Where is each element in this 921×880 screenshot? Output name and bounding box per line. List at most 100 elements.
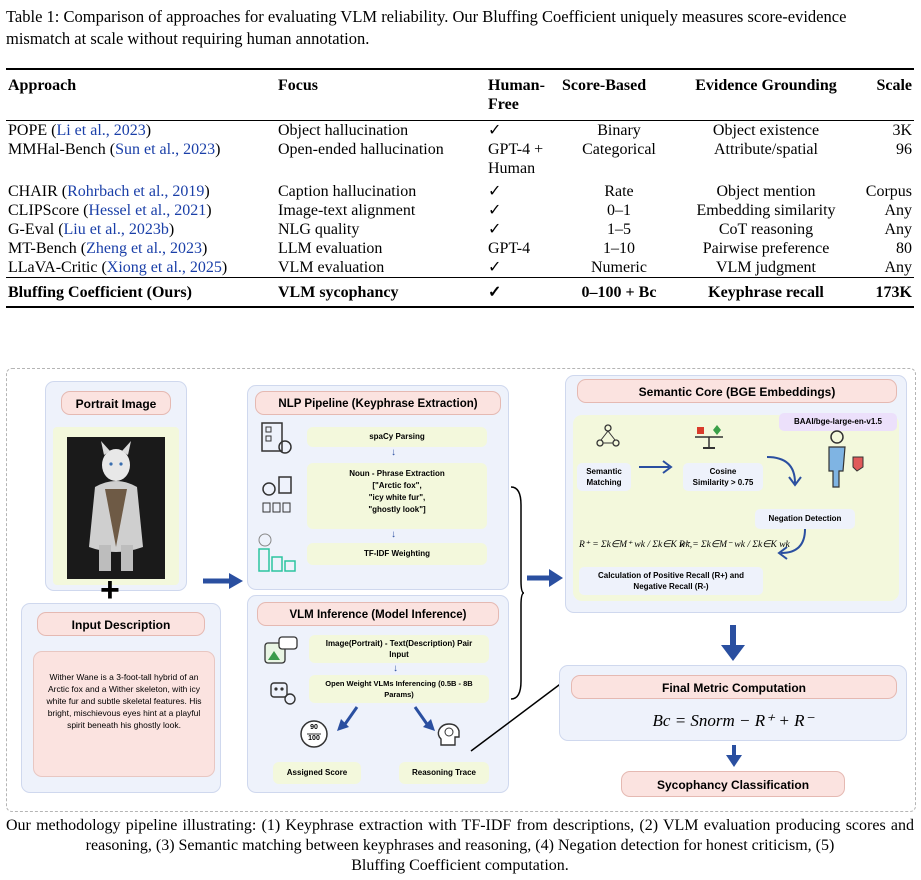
approach-name: LLaVA-Critic [8,259,98,276]
score-cell: Categorical [582,141,656,158]
approach-citation[interactable]: Zheng et al., 2023 [86,240,203,257]
semantic-matching-label-2: Matching [586,478,622,487]
approach-name: MMHal-Bench [8,141,106,158]
evidence-cell: Attribute/spatial [714,141,818,158]
score-denominator: 100 [308,735,320,742]
curve-arrow-left [777,528,806,560]
input-title: Input Description [37,612,205,636]
robot-icon [270,682,296,705]
focus-cell: Caption hallucination [278,183,417,200]
table-row: CLIPScore (Hessel et al., 2021)Image-tex… [6,201,914,220]
score-cell: Binary [597,122,641,139]
approach-name: G-Eval [8,221,55,238]
approach-cell: POPE (Li et al., 2023) [8,122,152,139]
ours-scale-cell: 173K [875,284,912,301]
evidence-cell: CoT reasoning [718,221,814,238]
approach-name: CLIPScore [8,202,80,219]
approach-citation[interactable]: Rohrbach et al., 2019 [67,183,205,200]
pair-input-label-2: Input [389,650,409,659]
human-free-cell: GPT-4 + Human [488,141,544,177]
approach-cell: G-Eval (Liu et al., 2023b) [8,221,175,238]
spacy-parsing-step: spaCy Parsing [307,427,487,447]
curve-arrow-down [766,456,802,487]
score-numerator: 90 [310,724,318,731]
approach-citation[interactable]: Xiong et al., 2025 [106,259,222,276]
human-free-cell: ✓ [488,221,502,238]
arrow-final-to-sycophancy [726,745,742,767]
cosine-label-2: Similarity > 0.75 [692,478,754,487]
table-row: G-Eval (Liu et al., 2023b)NLG quality✓1–… [6,220,914,239]
evidence-cell: Object mention [716,183,816,200]
ours-focus-cell: VLM sycophancy [278,284,399,301]
approach-citation[interactable]: Hessel et al., 2021 [88,202,207,219]
tfidf-icon [258,533,296,572]
down-right-arrow [413,706,435,731]
evidence-cell: Pairwise preference [702,240,830,257]
recall-box [579,567,763,595]
model-tag: BAAI/bge-large-en-v1.5 [779,413,897,431]
final-title: Final Metric Computation [571,675,897,699]
down-left-arrow [337,706,359,731]
human-free-cell: ✓ [488,259,502,276]
portrait-image [67,437,165,579]
table-row: POPE (Li et al., 2023)Object hallucinati… [6,120,914,141]
evidence-cell: VLM judgment [716,259,816,276]
header-scale: Scale [876,77,912,94]
focus-cell: LLM evaluation [278,240,383,257]
tfidf-step: TF-IDF Weighting [307,543,487,565]
approach-citation[interactable]: Li et al., 2023 [56,122,146,139]
semantic-matching-box [577,463,631,491]
assigned-score-label: Assigned Score [273,762,361,784]
image-text-icon [264,636,298,664]
score-cell: 1–10 [603,240,635,257]
vlm-title: VLM Inference (Model Inference) [257,602,499,626]
arrow-semantic-to-final [721,625,745,661]
scale-cell: Any [884,221,912,238]
header-evidence: Evidence Grounding [695,77,837,94]
thinking-person-icon [828,430,864,488]
reasoning-trace-label: Reasoning Trace [399,762,489,784]
ours-score-cell: 0–100 + Bc [581,284,657,301]
approach-name: CHAIR [8,183,58,200]
human-free-cell: ✓ [488,202,502,219]
table-row: CHAIR (Rohrbach et al., 2019) Caption hal… [6,178,914,201]
input-description-text: Wither Wane is a 3-foot-tall hybrid of a… [46,672,202,730]
score-cell: Rate [604,183,634,200]
scale-cell: 3K [892,122,912,139]
approach-cell: MT-Bench (Zheng et al., 2023) [8,240,208,257]
methodology-figure: Portrait Image + Input Description Withe… [6,368,916,812]
brain-icon [437,723,460,746]
table-row-ours: Bluffing Coefficient (Ours) VLM sycophanc… [6,277,914,307]
gears-icon [262,476,292,513]
cosine-label-1: Cosine [709,467,737,476]
approach-cell: LLaVA-Critic (Xiong et al., 2025) [8,259,228,276]
table-row: MMHal-Bench (Sun et al., 2023) Open-ended… [6,140,914,178]
pair-input-label-1: Image(Portrait) - Text(Description) Pair [325,639,473,648]
table-row: LLaVA-Critic (Xiong et al., 2025) VLM eva… [6,258,914,278]
evidence-cell: Object existence [712,122,820,139]
approach-cell: CHAIR (Rohrbach et al., 2019) [8,183,210,200]
approach-citation[interactable]: Liu et al., 2023b [63,221,169,238]
noun-phrase-label: Noun - Phrase Extraction [349,469,445,478]
scale-cell: Any [884,202,912,219]
score-cell: Numeric [591,259,647,276]
recall-label-2: Negative Recall (R-) [633,582,709,591]
approach-cell: MMHal-Bench (Sun et al., 2023) [8,141,221,158]
approach-citation[interactable]: Sun et al., 2023 [115,141,216,158]
score-icon [300,720,328,748]
focus-cell: NLG quality [278,221,360,238]
ours-name-cell: Bluffing Coefficient (Ours) [8,284,192,301]
pair-input-step [309,635,489,663]
scale-cell: 96 [896,141,912,158]
focus-cell: Open-ended hallucination [278,141,444,158]
human-free-cell: ✓ [488,122,502,139]
noun-phrase-ex3: "ghostly look"] [368,505,426,514]
scale-icon [695,425,723,449]
cosine-box [683,463,763,491]
plus-sign: + [100,571,120,609]
focus-cell: VLM evaluation [278,259,385,276]
noun-phrase-step [307,463,487,529]
vlm-inferencing-label-2: Params) [384,690,414,699]
table-row: MT-Bench (Zheng et al., 2023) LLM evaluat… [6,239,914,258]
parsing-icon [261,422,292,454]
